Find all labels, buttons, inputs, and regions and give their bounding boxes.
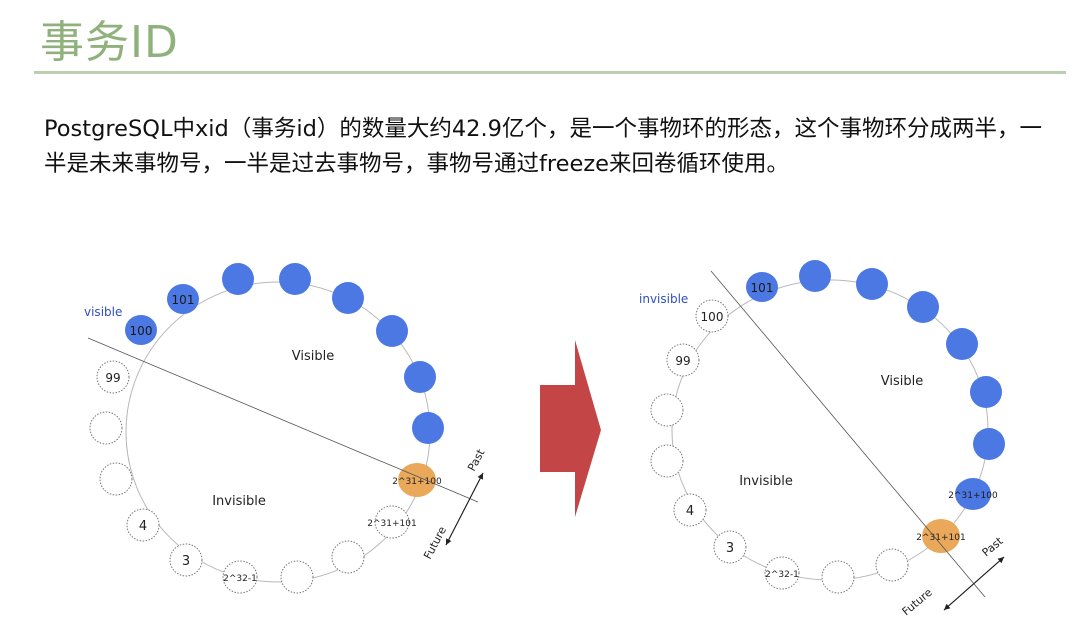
left-node-99-label: 99 xyxy=(105,371,120,385)
right-node-3-label: 3 xyxy=(726,541,734,556)
right-past-arrow xyxy=(943,556,1005,611)
right-node-prev xyxy=(955,478,991,510)
left-visible-node xyxy=(412,412,444,444)
left-invisible-node xyxy=(89,411,123,445)
right-ring: 101 2^31+100 100 99 4 3 2^32-1 2^31+101 … xyxy=(639,260,1006,618)
left-visible-node xyxy=(222,263,254,295)
left-ring: 101 100 99 4 3 2^32-1 2^31+101 2^31+100 … xyxy=(84,263,488,594)
right-visible-node xyxy=(970,376,1002,408)
right-node-wrap xyxy=(764,556,800,590)
left-visible-node xyxy=(279,263,311,295)
right-future-label: Future xyxy=(900,586,935,619)
left-node-101 xyxy=(167,284,199,314)
right-node-101-label: 101 xyxy=(751,281,774,295)
right-past-label: Past xyxy=(980,534,1006,559)
left-past-arrow xyxy=(445,472,484,546)
left-divider-line xyxy=(87,337,479,503)
left-visible-node xyxy=(404,361,436,393)
left-future-label: Future xyxy=(421,524,449,561)
left-invisible-node xyxy=(280,560,314,594)
right-node-current xyxy=(922,519,960,553)
left-node-4-label: 4 xyxy=(139,519,147,534)
left-visible-outer-label: visible xyxy=(84,305,122,319)
left-node-3-label: 3 xyxy=(182,554,190,569)
left-past-label: Past xyxy=(465,446,488,473)
left-invisible-node xyxy=(99,462,133,496)
left-visible-node xyxy=(376,315,408,347)
transition-arrow xyxy=(540,340,601,517)
right-visible-area-label: Visible xyxy=(881,374,923,389)
left-node-4 xyxy=(126,508,160,542)
right-node-100-label: 100 xyxy=(701,310,724,324)
right-node-prev-label: 2^31+100 xyxy=(948,491,998,501)
right-node-101 xyxy=(746,272,778,302)
right-node-100 xyxy=(695,299,729,333)
left-node-next-label: 2^31+101 xyxy=(367,519,416,529)
left-invisible-node xyxy=(331,540,365,574)
right-node-99-label: 99 xyxy=(675,354,690,368)
left-node-wrap-label: 2^32-1 xyxy=(223,574,257,584)
right-node-wrap-label: 2^32-1 xyxy=(765,570,799,580)
left-node-3 xyxy=(169,543,203,577)
slide-description: PostgreSQL中xid（事务id）的数量大约42.9亿个，是一个事物环的形… xyxy=(44,116,1042,177)
left-node-current-label: 2^31+100 xyxy=(392,477,442,487)
right-divider-line xyxy=(710,270,986,598)
left-node-100-label: 100 xyxy=(130,324,153,338)
right-invisible-node xyxy=(875,548,909,582)
left-node-100 xyxy=(125,315,157,345)
left-visible-node xyxy=(332,282,364,314)
right-visible-node xyxy=(856,268,888,300)
right-invisible-outer-label: invisible xyxy=(639,292,688,306)
left-node-101-label: 101 xyxy=(172,293,195,307)
right-invisible-node xyxy=(650,444,684,478)
right-visible-node xyxy=(799,260,831,292)
right-node-4-label: 4 xyxy=(686,504,694,519)
right-visible-node xyxy=(946,328,978,360)
right-invisible-node xyxy=(650,393,684,427)
slide-title: 事务ID xyxy=(40,17,179,68)
right-node-99 xyxy=(666,343,700,377)
right-node-3 xyxy=(713,530,747,564)
left-node-wrap xyxy=(222,560,258,594)
right-node-current-label: 2^31+101 xyxy=(916,533,965,543)
right-invisible-area-label: Invisible xyxy=(739,474,793,489)
right-visible-node xyxy=(973,428,1005,460)
title-divider xyxy=(34,71,1066,74)
left-node-next xyxy=(374,505,410,539)
left-node-current xyxy=(398,463,436,497)
right-node-4 xyxy=(673,493,707,527)
right-visible-node xyxy=(907,291,939,323)
left-visible-area-label: Visible xyxy=(292,349,334,364)
left-node-99 xyxy=(96,360,130,394)
left-invisible-area-label: Invisible xyxy=(212,494,266,509)
right-invisible-node xyxy=(821,560,855,594)
